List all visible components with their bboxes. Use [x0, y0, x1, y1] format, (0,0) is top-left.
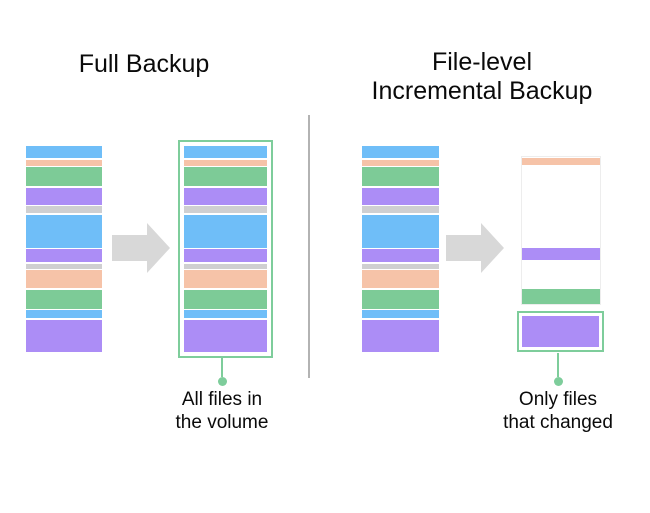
file-block-green — [362, 289, 439, 309]
file-block-blue — [26, 146, 102, 158]
caption-line: the volume — [175, 412, 269, 433]
file-block-blue — [362, 310, 439, 318]
file-block-green — [26, 289, 102, 309]
file-block-blue — [184, 146, 267, 158]
file-block-gray — [184, 263, 267, 269]
backup-arrow-icon — [112, 223, 170, 273]
title-line: Incremental Backup — [371, 77, 593, 105]
source-volume-stack — [362, 146, 439, 352]
file-block-gray — [184, 206, 267, 213]
incremental-backup-title: File-level Incremental Backup — [357, 48, 607, 106]
changed-file-highlight-box — [517, 311, 604, 352]
file-block-gray — [26, 206, 102, 213]
file-block-purple — [184, 319, 267, 352]
panel-divider — [308, 115, 310, 378]
file-block-purple — [26, 319, 102, 352]
incremental-backup-caption: Only files that changed — [468, 388, 648, 434]
file-block-green — [184, 289, 267, 309]
full-backup-copy-stack — [184, 146, 267, 352]
caption-line: All files in — [181, 389, 263, 410]
backup-arrow-icon — [446, 223, 504, 273]
file-block-purple — [362, 249, 439, 262]
changed-file-block — [522, 316, 599, 347]
file-block-purple — [362, 187, 439, 205]
title-line: File-level — [431, 48, 533, 76]
file-block-peach — [362, 270, 439, 288]
file-block-green — [184, 167, 267, 186]
source-volume-stack — [26, 146, 102, 352]
file-block-purple — [522, 248, 600, 260]
caption-line: that changed — [503, 412, 613, 433]
file-block-peach — [362, 159, 439, 166]
file-block-green — [522, 289, 600, 304]
full-backup-title: Full Backup — [78, 50, 210, 78]
file-block-purple — [26, 249, 102, 262]
file-block-blue — [26, 214, 102, 248]
file-block-purple — [362, 319, 439, 352]
file-block-green — [26, 167, 102, 186]
file-block-peach — [184, 270, 267, 288]
file-block-gray — [26, 263, 102, 269]
file-block-purple — [184, 187, 267, 205]
caption-line: Only files — [518, 389, 598, 410]
file-block-gray — [362, 206, 439, 213]
file-block-peach — [184, 159, 267, 166]
file-block-blue — [362, 146, 439, 158]
file-block-peach — [522, 158, 600, 165]
incremental-backup-panel: File-level Incremental Backup Only files… — [0, 0, 650, 433]
connector-line — [557, 353, 559, 377]
file-block-purple — [26, 187, 102, 205]
file-block-blue — [184, 310, 267, 318]
file-block-peach — [26, 270, 102, 288]
incremental-backup-result-box — [521, 156, 601, 305]
connector-dot — [554, 377, 563, 386]
file-block-green — [362, 167, 439, 186]
file-block-peach — [26, 159, 102, 166]
full-backup-caption: All files in the volume — [142, 388, 302, 434]
file-block-purple — [184, 249, 267, 262]
connector-dot — [218, 377, 227, 386]
connector-line — [221, 358, 223, 377]
file-block-blue — [26, 310, 102, 318]
file-block-gray — [362, 263, 439, 269]
full-backup-result-box — [178, 140, 273, 358]
file-block-blue — [184, 214, 267, 248]
file-block-blue — [362, 214, 439, 248]
